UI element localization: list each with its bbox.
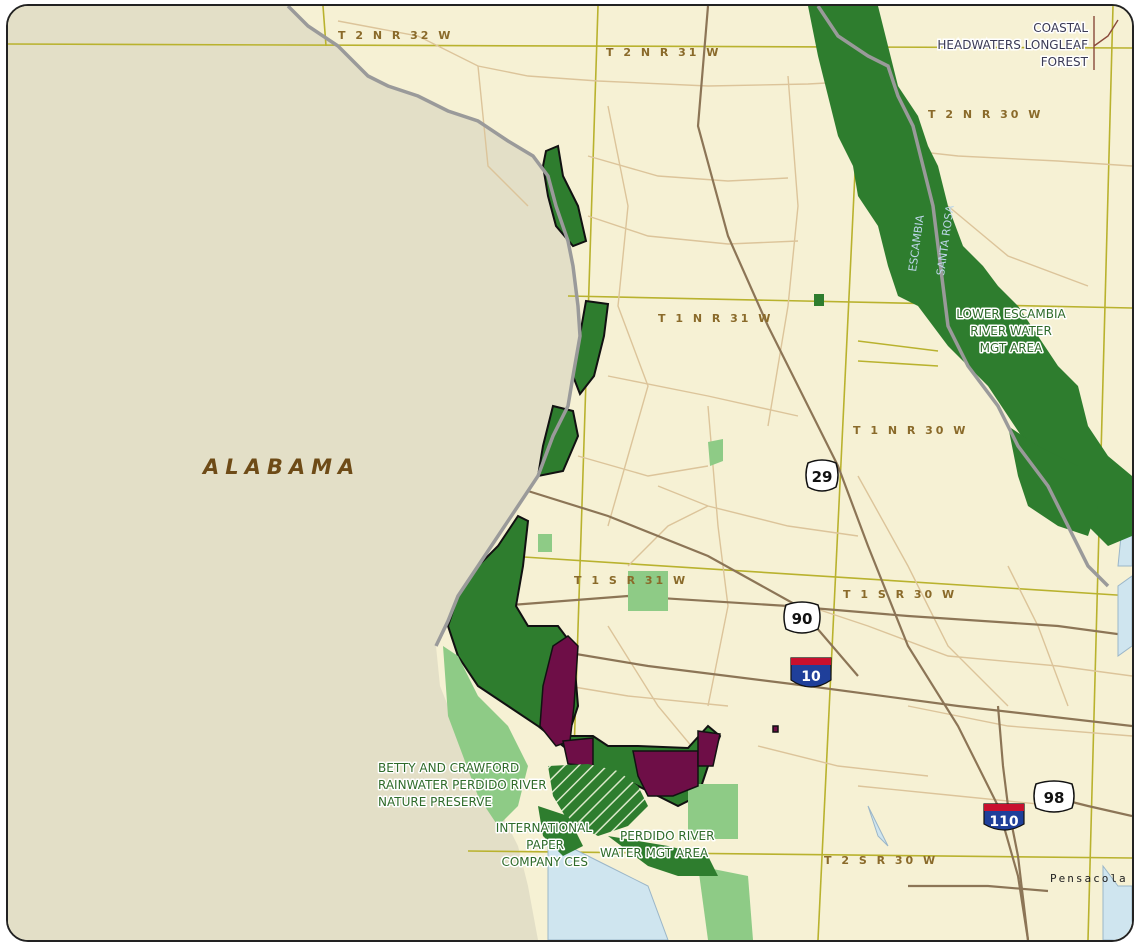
us-29-number: 29: [812, 468, 833, 486]
twp-label-2: T 2 N R 31 W: [606, 46, 721, 59]
twp-label-1: T 2 N R 32 W: [338, 29, 453, 42]
label-betty-line3: NATURE PRESERVE: [378, 795, 492, 809]
i-10-shield[interactable]: 10: [790, 657, 832, 688]
international-paper-hatched-area[interactable]: [548, 764, 648, 836]
label-betty-crawford: BETTY AND CRAWFORD RAINWATER PERDIDO RIV…: [377, 760, 549, 811]
county-boundary-line: [816, 6, 1110, 588]
label-lower-escambia-line3: MGT AREA: [980, 341, 1043, 355]
coastal-leader-line: [1093, 16, 1119, 70]
land-alabama: [8, 6, 580, 940]
label-ip-line1: INTERNATIONAL: [496, 821, 593, 835]
label-ip-line3: COMPANY CES: [501, 855, 588, 869]
light-green-parcels[interactable]: [443, 439, 753, 940]
twp-label-3: T 2 N R 30 W: [928, 108, 1043, 121]
us-90-shield[interactable]: 90: [783, 601, 821, 634]
label-betty-line2: RAINWATER PERDIDO RIVER: [378, 778, 547, 792]
i-110-number: 110: [989, 814, 1018, 830]
us-98-number: 98: [1044, 789, 1065, 807]
twp-label-4: T 1 N R 31 W: [658, 312, 773, 325]
label-coastal-line3: FOREST: [1041, 55, 1089, 69]
us-98-shield[interactable]: 98: [1033, 780, 1075, 813]
map-frame[interactable]: T 2 N R 32 W T 2 N R 31 W T 2 N R 30 W T…: [6, 4, 1134, 942]
label-lower-escambia-line1: LOWER ESCAMBIA: [956, 307, 1066, 321]
township-labels: T 2 N R 32 W T 2 N R 31 W T 2 N R 30 W T…: [338, 29, 1043, 867]
label-international-paper: INTERNATIONAL PAPER COMPANY CES: [494, 820, 594, 871]
label-coastal-headwaters: COASTAL HEADWATERS LONGLEAF FOREST: [936, 20, 1090, 71]
label-coastal-line2: HEADWATERS LONGLEAF: [937, 38, 1088, 52]
label-lower-escambia: LOWER ESCAMBIA RIVER WATER MGT AREA: [955, 306, 1068, 357]
i-110-shield[interactable]: 110: [983, 803, 1025, 831]
label-perdido-river: PERDIDO RIVER WATER MGT AREA: [599, 828, 716, 862]
twp-label-5: T 1 N R 30 W: [853, 424, 968, 437]
state-boundary-line: [286, 6, 582, 647]
water-bodies: [547, 510, 1132, 940]
map-canvas[interactable]: T 2 N R 32 W T 2 N R 31 W T 2 N R 30 W T…: [8, 6, 1132, 940]
twp-label-8: T 2 S R 30 W: [824, 854, 938, 867]
label-coastal-line1: COASTAL: [1033, 21, 1088, 35]
city-label-pensacola: Pensacola: [1050, 872, 1128, 885]
lower-escambia-water-mgt-area[interactable]: [808, 6, 1132, 546]
us-29-shield[interactable]: 29: [805, 459, 839, 492]
state-label-alabama: ALABAMA: [201, 455, 360, 479]
twp-label-7: T 1 S R 30 W: [843, 588, 957, 601]
coastal-dark-green: [538, 426, 1098, 876]
purple-conservation-parcels[interactable]: [539, 635, 779, 797]
us-90-number: 90: [792, 610, 813, 628]
twp-label-6: T 1 S R 31 W: [574, 574, 688, 587]
label-ip-line2: PAPER: [526, 838, 564, 852]
label-lower-escambia-line2: RIVER WATER: [970, 324, 1052, 338]
escambia-parcel: [814, 294, 824, 306]
i-10-number: 10: [801, 669, 821, 685]
label-perdido-line1: PERDIDO RIVER: [620, 829, 714, 843]
label-perdido-line2: WATER MGT AREA: [600, 846, 709, 860]
perdido-conservation-strips[interactable]: [446, 144, 722, 808]
local-roads: [337, 20, 1132, 807]
label-betty-line1: BETTY AND CRAWFORD: [378, 761, 519, 775]
